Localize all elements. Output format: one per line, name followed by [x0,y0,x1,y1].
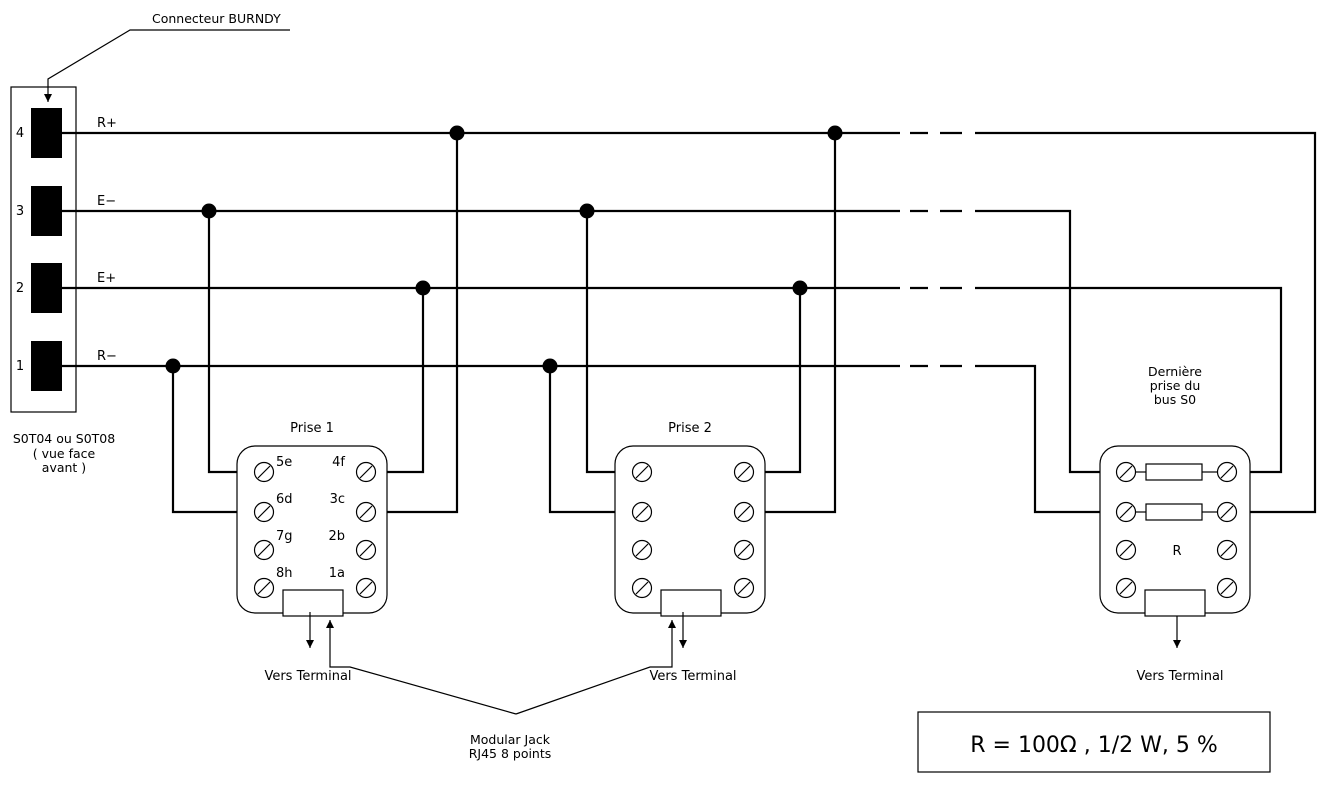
screw-terminal-icon [631,501,653,523]
connector-outline [10,86,77,413]
prise-2-rj45-jack [660,589,722,617]
screw-terminal-icon [733,539,755,561]
pin-label: 6d [276,492,293,507]
last-socket-title-line-2: prise du [1150,378,1201,393]
legend-text: R = 100Ω , 1/2 W, 5 % [970,733,1218,758]
last-socket: Dernière prise du bus S0 R Vers Terminal [1099,364,1251,684]
prise-2-wiring [542,125,843,514]
screw-terminal-icon [1216,577,1238,599]
pin-number-1: 1 [16,359,24,374]
junction-dot [449,125,465,141]
screw-terminal-icon [1216,461,1238,483]
last-socket-title-line-1: Dernière [1148,364,1202,379]
pin-label: 3c [330,492,345,507]
pin-label: 5e [276,455,292,470]
screw-terminal-icon [1216,501,1238,523]
connector-pin-3 [31,186,62,236]
signal-label-r-minus: R− [97,349,117,364]
burndy-callout-label: Connecteur BURNDY [152,11,281,26]
resistor-label: R [1172,544,1181,559]
modular-jack-line-2: RJ45 8 points [469,746,552,761]
bus-line-e-plus-end [975,286,1283,474]
termination-resistor [1145,463,1203,481]
prise-2: Prise 2 Vers Terminal [614,421,766,684]
screw-terminal-icon [733,577,755,599]
callout-arrow [44,29,290,102]
connector-pin-1 [31,341,62,391]
connector-pin-2 [31,263,62,313]
pin-number-3: 3 [16,204,24,219]
prise-1-terminal-label: Vers Terminal [264,669,351,684]
screw-terminal-icon [253,577,275,599]
junction-dot [415,280,431,296]
connector-caption-line-3: avant ) [42,460,86,475]
callout-arrow [515,620,676,715]
last-socket-title-line-3: bus S0 [1154,392,1196,407]
screw-terminal-icon [253,501,275,523]
screw-terminal-icon [631,577,653,599]
legend-box [917,711,1271,773]
pin-label: 2b [328,529,345,544]
termination-resistor [1145,503,1203,521]
last-socket-rj45-jack [1144,589,1206,617]
pin-label: 8h [276,566,293,581]
prise-2-terminal-label: Vers Terminal [649,669,736,684]
screw-terminal-icon [1115,461,1137,483]
prise-2-body [614,445,766,614]
screw-terminal-icon [1216,539,1238,561]
screw-terminal-icon [631,539,653,561]
signal-label-r-plus: R+ [97,116,117,131]
pin-label: 1a [329,566,345,581]
callout-arrow [326,620,517,715]
screw-terminal-icon [1115,501,1137,523]
screw-terminal-icon [355,501,377,523]
signal-label-e-minus: E− [97,194,116,209]
screw-terminal-icon [253,461,275,483]
screw-terminal-icon [253,539,275,561]
junction-dot [165,358,181,374]
burndy-connector: 4 3 2 1 [10,86,77,413]
last-socket-terminal-label: Vers Terminal [1136,669,1223,684]
pin-number-4: 4 [16,126,24,141]
modular-jack-callout: Modular Jack RJ45 8 points [326,620,676,761]
screw-terminal-icon [733,501,755,523]
resistor-legend: R = 100Ω , 1/2 W, 5 % [917,711,1271,773]
signal-label-e-plus: E+ [97,271,116,286]
junction-dot [792,280,808,296]
connector-caption-line-2: ( vue face [33,446,96,461]
screw-terminal-icon [1115,539,1137,561]
screw-terminal-icon [355,577,377,599]
prise-1-title: Prise 1 [290,421,334,436]
screw-terminal-icon [1115,577,1137,599]
bus-line-e-minus-end [975,209,1114,474]
junction-dot [201,203,217,219]
junction-dot [579,203,595,219]
prise-1-body [236,445,388,614]
bus-line-r-minus-end [975,364,1114,514]
modular-jack-line-1: Modular Jack [470,732,551,747]
burndy-callout: Connecteur BURNDY [44,11,290,102]
junction-dot [827,125,843,141]
pin-label: 4f [332,455,345,470]
pin-label: 7g [276,529,293,544]
prise-2-title: Prise 2 [668,421,712,436]
prise-1-rj45-jack [282,589,344,617]
screw-terminal-icon [733,461,755,483]
bus-line-r-plus-end [975,131,1317,514]
junction-dot [542,358,558,374]
prise-1: Prise 1 5e 6d 7g 8h 4f 3c 2b 1a Vers Ter… [236,421,388,684]
connector-caption-line-1: S0T04 ou S0T08 [13,431,115,446]
screw-terminal-icon [355,461,377,483]
pin-number-2: 2 [16,281,24,296]
connector-pin-4 [31,108,62,158]
screw-terminal-icon [631,461,653,483]
screw-terminal-icon [355,539,377,561]
connector-caption: S0T04 ou S0T08 ( vue face avant ) [13,431,115,475]
